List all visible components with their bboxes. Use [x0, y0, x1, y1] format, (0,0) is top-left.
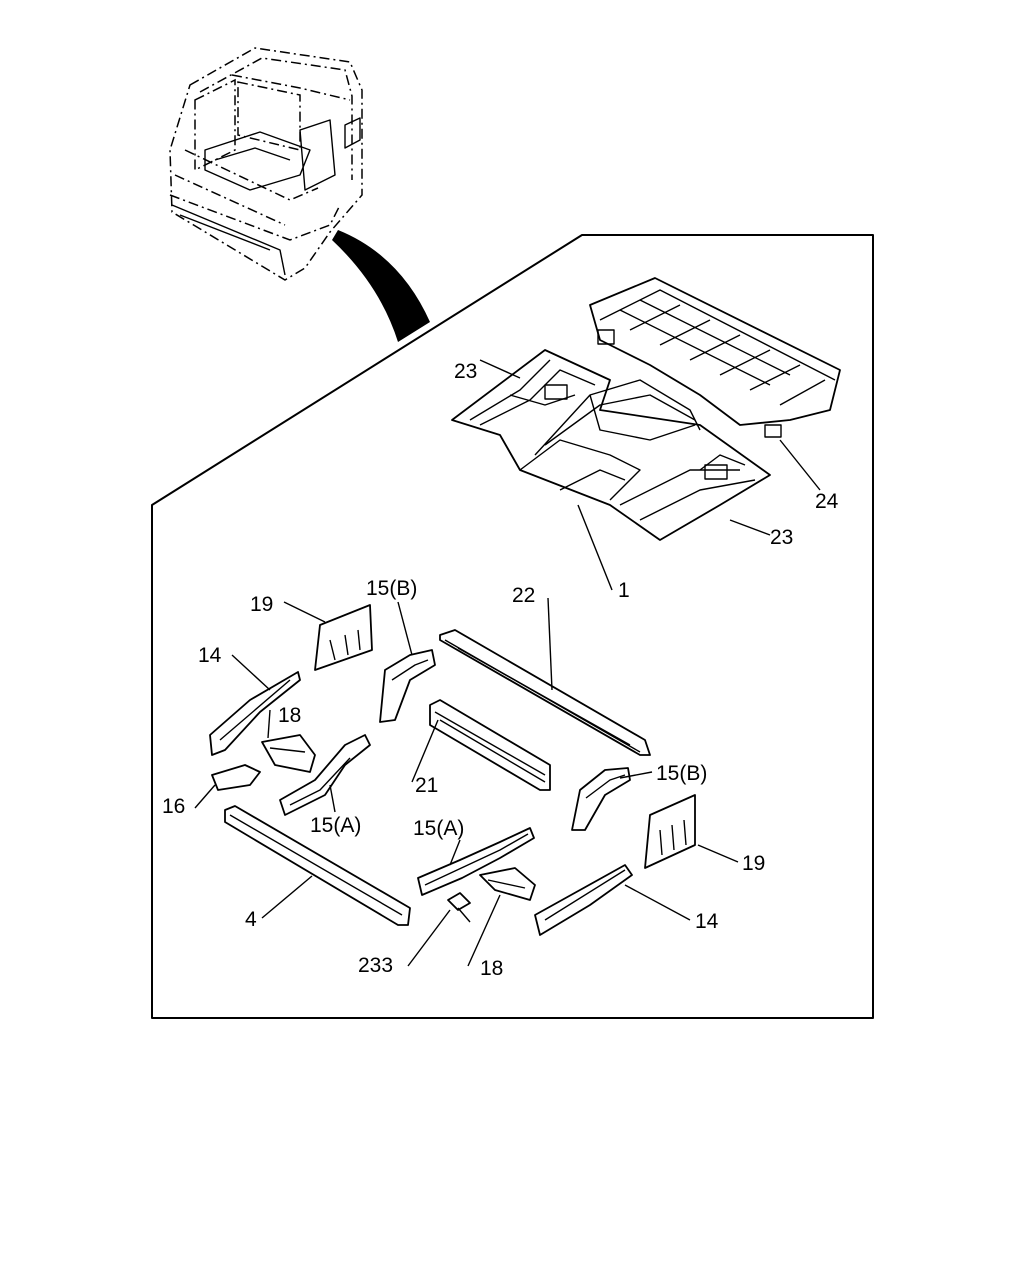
callout-22: 22 [512, 584, 535, 607]
detail-frame [151, 234, 874, 1019]
cross-member-22 [439, 629, 651, 756]
bolt-233 [447, 892, 471, 923]
callout-14-left: 14 [198, 644, 222, 667]
callout-labels: 23 24 23 1 22 15(B) 19 14 18 16 15(A) 21… [162, 360, 839, 980]
callout-24: 24 [815, 490, 839, 513]
bracket-19-top [314, 604, 373, 671]
rear-floor-panel [589, 277, 841, 438]
pointer-arrow [332, 230, 430, 342]
callout-18-bottom: 18 [480, 957, 503, 980]
gusset-18-left [261, 734, 316, 773]
callout-23-right: 23 [770, 526, 793, 549]
callout-4: 4 [245, 908, 257, 931]
cross-member-21 [429, 699, 551, 791]
callout-18-left: 18 [278, 704, 301, 727]
bracket-19-right [644, 794, 696, 869]
callout-15b-right: 15(B) [656, 762, 707, 785]
callout-233: 233 [358, 954, 393, 977]
callout-19-top: 19 [250, 593, 273, 616]
callout-15b-top: 15(B) [366, 577, 417, 600]
callout-15a-left: 15(A) [310, 814, 361, 837]
callout-1: 1 [618, 579, 630, 602]
floor-panel-assembly [451, 349, 771, 541]
callout-16: 16 [162, 795, 185, 818]
leader-lines [194, 359, 821, 967]
bracket-15a-left [279, 734, 371, 816]
bracket-16 [211, 764, 261, 791]
rail-14-right [534, 864, 633, 936]
callout-15a-mid: 15(A) [413, 817, 464, 840]
cab-overview [169, 47, 363, 281]
callout-19-right: 19 [742, 852, 765, 875]
side-sill-4 [224, 805, 411, 926]
bracket-15b-right [571, 767, 631, 831]
bracket-15b-top [379, 649, 436, 723]
gusset-18-bottom [479, 867, 536, 901]
callout-21: 21 [415, 774, 438, 797]
callout-23-top: 23 [454, 360, 477, 383]
bracket-15a-mid [417, 827, 535, 896]
callout-14-right: 14 [695, 910, 719, 933]
rail-14-left [209, 671, 301, 756]
